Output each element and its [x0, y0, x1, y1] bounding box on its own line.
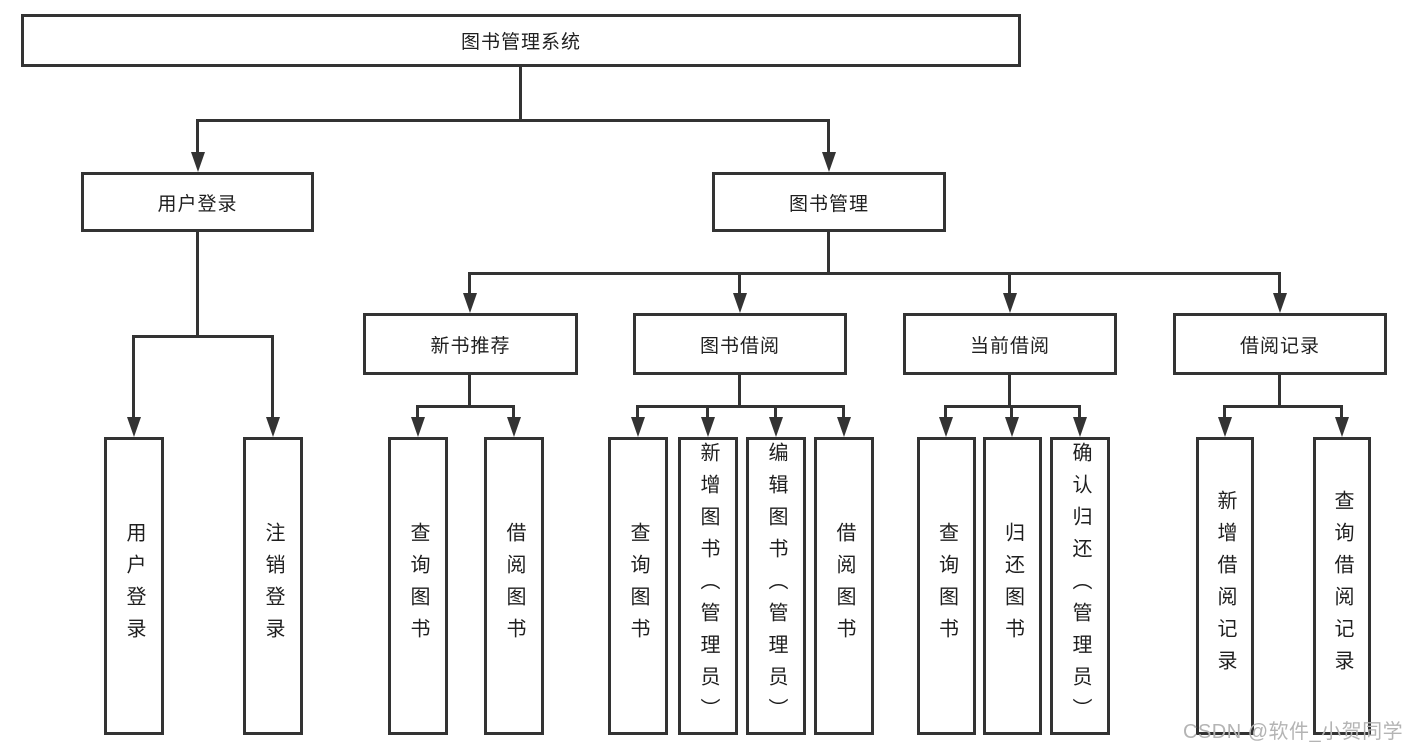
arrowhead-leaf-logout: [266, 417, 280, 437]
node-cb-query-book-label: 查询图书: [935, 522, 958, 650]
connector-drop-cb-return: [1010, 405, 1013, 419]
node-bb-add-book-label: 新增图书（管理员）: [697, 442, 719, 730]
arrowhead-cb-confirm: [1073, 417, 1087, 437]
connector-drop-cb-query: [944, 405, 947, 419]
node-br-query-record: 查询借阅记录: [1313, 437, 1371, 735]
arrowhead-br-query: [1335, 417, 1349, 437]
connector-book-borrow-bar: [636, 405, 845, 408]
connector-drop-bb-add: [706, 405, 709, 419]
connector-borrow-record-bar: [1223, 405, 1343, 408]
node-rec-borrow-book: 借阅图书: [484, 437, 544, 735]
node-leaf-user-login: 用户登录: [104, 437, 164, 735]
node-borrow-record: 借阅记录: [1173, 313, 1387, 375]
node-bb-borrow-book-label: 借阅图书: [833, 522, 855, 650]
node-cb-query-book: 查询图书: [917, 437, 976, 735]
node-br-query-record-label: 查询借阅记录: [1331, 490, 1353, 682]
arrowhead-bb-add: [701, 417, 715, 437]
node-borrow-record-label: 借阅记录: [1239, 335, 1320, 357]
connector-drop-rec-query: [416, 405, 419, 419]
connector-drop-cb-confirm: [1078, 405, 1081, 419]
connector-root-bar: [196, 119, 830, 122]
node-rec-query-book-label: 查询图书: [407, 522, 429, 650]
connector-drop-new-book-rec: [468, 272, 471, 293]
connector-new-book-rec-trunk: [468, 375, 471, 405]
connector-root-trunk: [519, 67, 522, 119]
node-book-borrow-label: 图书借阅: [699, 335, 780, 357]
arrowhead-rec-query: [411, 417, 425, 437]
arrowhead-current-borrow: [1003, 293, 1017, 313]
arrowhead-bb-borrow: [837, 417, 851, 437]
connector-drop-leaf-logout: [271, 335, 274, 417]
arrowhead-book-borrow: [733, 293, 747, 313]
node-new-book-rec: 新书推荐: [363, 313, 578, 375]
node-user-login-label: 用户登录: [157, 193, 238, 215]
csdn-watermark: CSDN @软件_小贺同学: [1183, 721, 1404, 743]
arrowhead-bb-query: [631, 417, 645, 437]
node-leaf-logout: 注销登录: [243, 437, 303, 735]
node-rec-borrow-book-label: 借阅图书: [503, 522, 525, 650]
node-br-add-record-label: 新增借阅记录: [1214, 490, 1236, 682]
node-current-borrow: 当前借阅: [903, 313, 1117, 375]
node-user-login: 用户登录: [81, 172, 314, 232]
connector-drop-book-mgmt: [827, 119, 830, 152]
node-cb-confirm-return: 确认归还（管理员）: [1050, 437, 1110, 735]
connector-drop-book-borrow: [738, 272, 741, 293]
connector-borrow-record-trunk: [1278, 375, 1281, 405]
connector-user-login-trunk: [196, 232, 199, 335]
arrowhead-cb-query: [939, 417, 953, 437]
node-bb-query-book-label: 查询图书: [627, 522, 649, 650]
node-leaf-user-login-label: 用户登录: [123, 522, 145, 650]
node-br-add-record: 新增借阅记录: [1196, 437, 1254, 735]
connector-drop-bb-edit: [774, 405, 777, 419]
connector-user-login-bar: [132, 335, 273, 338]
arrowhead-rec-borrow: [507, 417, 521, 437]
arrowhead-bb-edit: [769, 417, 783, 437]
node-cb-return-book: 归还图书: [983, 437, 1042, 735]
connector-book-mgmt-trunk: [827, 232, 830, 272]
connector-drop-bb-borrow: [842, 405, 845, 419]
node-current-borrow-label: 当前借阅: [969, 335, 1050, 357]
node-cb-confirm-return-label: 确认归还（管理员）: [1069, 442, 1091, 730]
node-bb-borrow-book: 借阅图书: [814, 437, 874, 735]
arrowhead-leaf-user-login: [127, 417, 141, 437]
node-bb-query-book: 查询图书: [608, 437, 668, 735]
node-book-mgmt: 图书管理: [712, 172, 946, 232]
connector-current-borrow-trunk: [1008, 375, 1011, 405]
connector-drop-bb-query: [636, 405, 639, 419]
connector-drop-borrow-record: [1278, 272, 1281, 293]
arrowhead-book-mgmt: [822, 152, 836, 172]
node-rec-query-book: 查询图书: [388, 437, 448, 735]
node-new-book-rec-label: 新书推荐: [430, 335, 511, 357]
node-book-borrow: 图书借阅: [633, 313, 847, 375]
connector-book-borrow-trunk: [738, 375, 741, 405]
node-bb-edit-book-label: 编辑图书（管理员）: [765, 442, 787, 730]
node-root: 图书管理系统: [21, 14, 1021, 67]
arrowhead-br-add: [1218, 417, 1232, 437]
node-bb-edit-book: 编辑图书（管理员）: [746, 437, 806, 735]
connector-book-mgmt-bar: [468, 272, 1281, 275]
node-leaf-logout-label: 注销登录: [262, 522, 284, 650]
connector-drop-leaf-user-login: [132, 335, 135, 417]
connector-drop-rec-borrow: [512, 405, 515, 419]
connector-drop-br-query: [1340, 405, 1343, 419]
node-bb-add-book: 新增图书（管理员）: [678, 437, 738, 735]
arrowhead-new-book-rec: [463, 293, 477, 313]
node-cb-return-book-label: 归还图书: [1001, 522, 1024, 650]
arrowhead-user-login: [191, 152, 205, 172]
arrowhead-borrow-record: [1273, 293, 1287, 313]
connector-drop-current-borrow: [1008, 272, 1011, 293]
connector-new-book-rec-bar: [416, 405, 515, 408]
arrowhead-cb-return: [1005, 417, 1019, 437]
node-root-label: 图书管理系统: [460, 32, 581, 53]
node-book-mgmt-label: 图书管理: [788, 193, 869, 215]
connector-drop-user-login: [196, 119, 199, 152]
connector-drop-br-add: [1223, 405, 1226, 419]
